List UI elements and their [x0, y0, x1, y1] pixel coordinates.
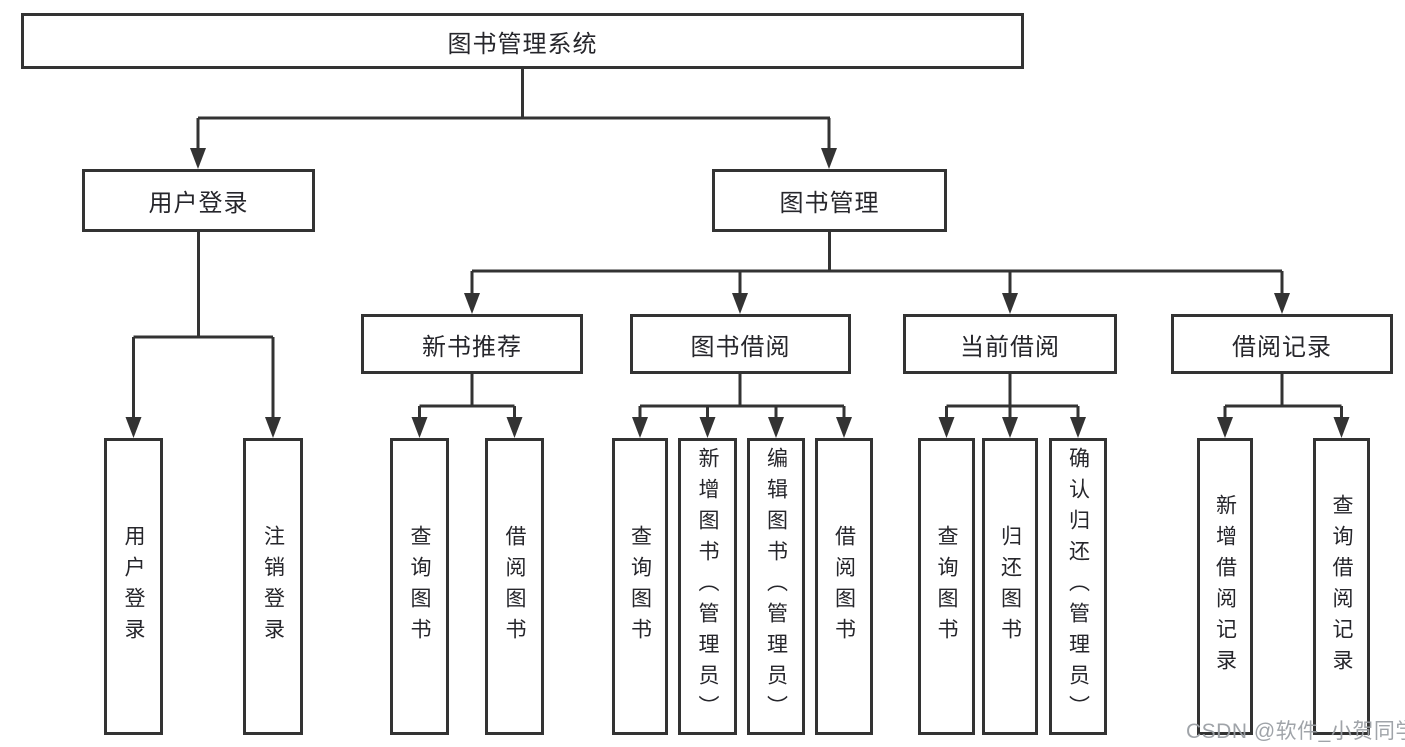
csdn-watermark: CSDN @软件_小贺同学: [1186, 720, 1405, 743]
arrowhead-icon: [938, 417, 955, 438]
arrowhead-icon: [1002, 293, 1018, 314]
arrowhead-icon: [464, 293, 480, 314]
leaf-borrow-books: 借阅图书: [815, 438, 873, 735]
leaf-label: 新增图书（管理员）: [696, 447, 719, 726]
leaf-label: 查询图书: [408, 524, 431, 649]
leaf-label: 新增借阅记录: [1213, 493, 1237, 680]
arrowhead-icon: [190, 148, 206, 169]
leaf-logout: 注销登录: [243, 438, 303, 735]
leaf-label: 用户登录: [122, 524, 145, 649]
leaf-label: 确认归还（管理员）: [1066, 447, 1090, 726]
leaf-query-books-current: 查询图书: [918, 438, 975, 735]
leaf-label: 编辑图书（管理员）: [764, 447, 788, 726]
arrowhead-icon: [768, 417, 784, 438]
arrowhead-icon: [699, 417, 716, 438]
node-borrow-records: 借阅记录: [1171, 314, 1393, 374]
leaf-label: 归还图书: [998, 524, 1022, 649]
arrowhead-icon: [632, 417, 648, 438]
leaf-borrow-books-recommend: 借阅图书: [485, 438, 544, 735]
arrowhead-icon: [411, 417, 428, 438]
arrowhead-icon: [125, 417, 142, 438]
leaf-add-books-admin: 新增图书（管理员）: [678, 438, 737, 735]
node-user-login: 用户登录: [82, 169, 315, 232]
arrowhead-icon: [1274, 293, 1290, 314]
arrowhead-icon: [1070, 417, 1086, 438]
leaf-query-borrow-record: 查询借阅记录: [1313, 438, 1370, 735]
arrowhead-icon: [821, 148, 837, 169]
leaf-label: 查询图书: [935, 524, 958, 649]
node-current-borrow: 当前借阅: [903, 314, 1117, 374]
arrowhead-icon: [265, 417, 281, 438]
arrowhead-icon: [1002, 417, 1018, 438]
leaf-label: 借阅图书: [503, 524, 526, 649]
leaf-query-books-recommend: 查询图书: [390, 438, 449, 735]
leaf-label: 注销登录: [261, 524, 285, 649]
arrowhead-icon: [506, 417, 523, 438]
leaf-edit-books-admin: 编辑图书（管理员）: [747, 438, 805, 735]
node-book-borrow: 图书借阅: [630, 314, 851, 374]
leaf-user-login: 用户登录: [104, 438, 163, 735]
leaf-label: 查询图书: [628, 524, 652, 649]
leaf-label: 借阅图书: [832, 524, 856, 649]
arrowhead-icon: [836, 417, 852, 438]
leaf-return-books: 归还图书: [982, 438, 1038, 735]
leaf-query-books-borrow: 查询图书: [612, 438, 668, 735]
node-new-book-recommend: 新书推荐: [361, 314, 583, 374]
leaf-label: 查询借阅记录: [1330, 493, 1353, 680]
arrowhead-icon: [1217, 417, 1233, 438]
leaf-confirm-return-admin: 确认归还（管理员）: [1049, 438, 1107, 735]
node-book-management: 图书管理: [712, 169, 947, 232]
arrowhead-icon: [1333, 417, 1350, 438]
arrowhead-icon: [732, 293, 748, 314]
node-system-root: 图书管理系统: [21, 13, 1024, 69]
leaf-add-borrow-record: 新增借阅记录: [1197, 438, 1253, 735]
